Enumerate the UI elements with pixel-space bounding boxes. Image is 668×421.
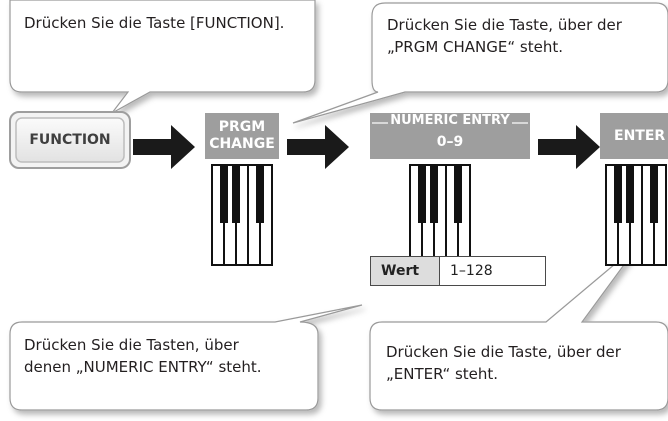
arrow-right-icon	[287, 125, 349, 169]
enter-instruction-text: Drücken Sie die Taste, über der „ENTER“ …	[386, 343, 621, 383]
piano-keys-icon	[605, 164, 667, 266]
piano-keys-icon	[211, 164, 273, 266]
enter-label: ENTER	[614, 127, 666, 144]
prgm-change-label-bar	[205, 113, 279, 159]
prgm-change-instruction-text: Drücken Sie die Taste, über der „PRGM CH…	[387, 16, 622, 56]
callout-function	[9, 0, 316, 114]
value-range-table: Wert 1–128	[370, 256, 546, 286]
callout-enter	[369, 242, 668, 411]
numeric-entry-label-bar	[370, 113, 530, 159]
callout-numeric-entry	[9, 304, 363, 411]
function-button-graphic	[9, 111, 131, 169]
callout-prgm-change	[292, 2, 668, 124]
enter-label-bar	[600, 113, 668, 159]
numeric-entry-label: NUMERIC ENTRY	[390, 113, 510, 128]
prgm-change-label: PRGM CHANGE	[209, 119, 275, 152]
arrow-right-icon	[133, 125, 195, 169]
arrow-right-icon	[538, 125, 600, 169]
numeric-entry-range: 0–9	[436, 134, 464, 150]
numeric-entry-instruction-text: Drücken Sie die Tasten, über denen „NUME…	[24, 336, 262, 376]
value-key-cell: Wert	[370, 256, 440, 286]
piano-keys-icon	[409, 164, 471, 266]
function-button-label: FUNCTION	[29, 132, 111, 148]
value-range-cell: 1–128	[439, 256, 546, 286]
table-row: Wert 1–128	[370, 256, 546, 286]
function-instruction-text: Drücken Sie die Taste [FUNCTION].	[24, 14, 285, 32]
